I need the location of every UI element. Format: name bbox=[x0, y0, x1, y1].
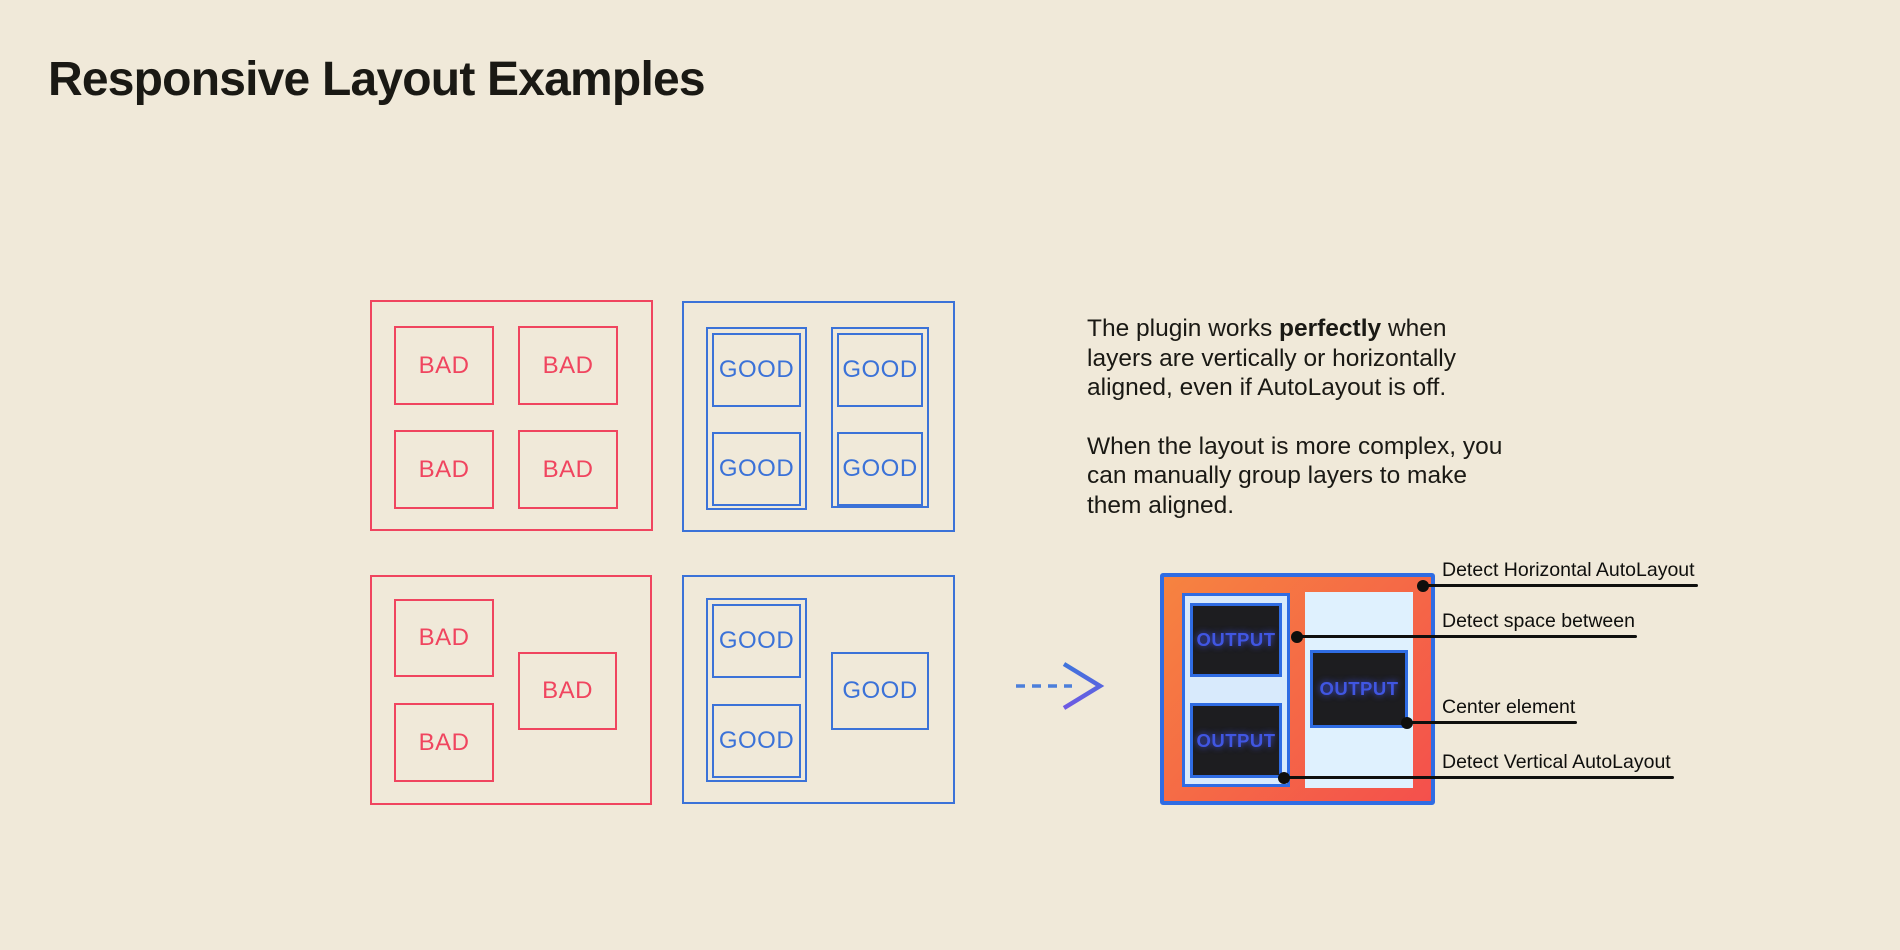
bad-label: BAD bbox=[418, 728, 470, 756]
annotation-label-space-between: Detect space between bbox=[1442, 610, 1635, 632]
annotation-label-horizontal-autolayout: Detect Horizontal AutoLayout bbox=[1442, 559, 1695, 581]
good-complex-container: GOOD GOOD GOOD bbox=[682, 575, 955, 804]
bad-label: BAD bbox=[542, 455, 594, 483]
good-aligned-container: GOOD GOOD GOOD GOOD bbox=[682, 301, 955, 532]
good-box: GOOD bbox=[837, 432, 923, 506]
description-paragraph-1: The plugin works perfectly when layers a… bbox=[1087, 314, 1502, 403]
bad-aligned-container: BAD BAD BAD BAD bbox=[370, 300, 653, 531]
annotation-label-vertical-autolayout: Detect Vertical AutoLayout bbox=[1442, 751, 1671, 773]
output-label: OUTPUT bbox=[1196, 729, 1276, 751]
good-box: GOOD bbox=[712, 333, 801, 407]
output-box: OUTPUT bbox=[1190, 603, 1282, 677]
page-title: Responsive Layout Examples bbox=[48, 53, 706, 106]
good-box: GOOD bbox=[837, 333, 923, 407]
annotation-dot bbox=[1417, 579, 1429, 592]
text-line: layers are vertically or horizontally bbox=[1087, 344, 1456, 372]
text-line: them aligned. bbox=[1087, 491, 1235, 519]
bad-complex-container: BAD BAD BAD bbox=[370, 575, 652, 805]
bad-box: BAD bbox=[394, 703, 494, 782]
annotation-line-space-between bbox=[1291, 630, 1637, 643]
bad-label: BAD bbox=[542, 351, 594, 379]
bad-box: BAD bbox=[394, 430, 494, 509]
good-box: GOOD bbox=[712, 604, 801, 678]
annotation-dot bbox=[1291, 630, 1303, 643]
good-label: GOOD bbox=[842, 356, 918, 383]
description-text: The plugin works perfectly when layers a… bbox=[1087, 314, 1502, 520]
bad-box: BAD bbox=[394, 599, 494, 677]
good-box: GOOD bbox=[712, 432, 801, 506]
text-line: can manually group layers to make bbox=[1087, 462, 1467, 489]
vertical-autolayout-group: OUTPUT OUTPUT bbox=[1182, 593, 1290, 787]
good-box: GOOD bbox=[831, 652, 929, 730]
annotation-label-center-element: Center element bbox=[1442, 696, 1576, 718]
good-label: GOOD bbox=[718, 627, 795, 654]
good-label: GOOD bbox=[842, 455, 918, 482]
output-label: OUTPUT bbox=[1196, 629, 1276, 650]
bad-box: BAD bbox=[518, 652, 617, 730]
bad-label: BAD bbox=[418, 624, 470, 651]
good-label: GOOD bbox=[718, 727, 795, 754]
description-paragraph-2: When the layout is more complex, you can… bbox=[1087, 432, 1502, 521]
bad-box: BAD bbox=[394, 326, 494, 405]
annotation-line-center-element bbox=[1401, 716, 1577, 729]
text-line: When the layout is more complex, you bbox=[1087, 432, 1503, 460]
bad-box: BAD bbox=[518, 326, 618, 405]
annotation-line-vertical-autolayout bbox=[1278, 771, 1674, 784]
bad-label: BAD bbox=[418, 455, 470, 483]
good-group: GOOD GOOD bbox=[831, 327, 929, 508]
good-label: GOOD bbox=[842, 677, 918, 704]
arrow-right-icon bbox=[1014, 658, 1106, 714]
text-line: aligned, even if AutoLayout is off. bbox=[1087, 374, 1447, 401]
bad-label: BAD bbox=[418, 351, 470, 379]
text-line: The plugin works perfectly when bbox=[1087, 315, 1447, 342]
center-element-column: OUTPUT bbox=[1305, 592, 1413, 788]
output-box: OUTPUT bbox=[1190, 703, 1282, 778]
annotation-dot bbox=[1278, 771, 1290, 784]
output-box: OUTPUT bbox=[1310, 650, 1408, 728]
output-label: OUTPUT bbox=[1319, 678, 1399, 699]
bad-box: BAD bbox=[518, 430, 618, 509]
good-group: GOOD GOOD bbox=[706, 598, 807, 782]
good-label: GOOD bbox=[718, 356, 795, 383]
annotation-dot bbox=[1401, 716, 1413, 729]
good-label: GOOD bbox=[718, 455, 795, 482]
output-diagram: OUTPUT OUTPUT OUTPUT bbox=[1160, 573, 1435, 805]
bad-label: BAD bbox=[542, 677, 593, 704]
good-box: GOOD bbox=[712, 704, 801, 778]
good-group: GOOD GOOD bbox=[706, 327, 807, 510]
annotation-line-horizontal-autolayout bbox=[1417, 579, 1698, 592]
